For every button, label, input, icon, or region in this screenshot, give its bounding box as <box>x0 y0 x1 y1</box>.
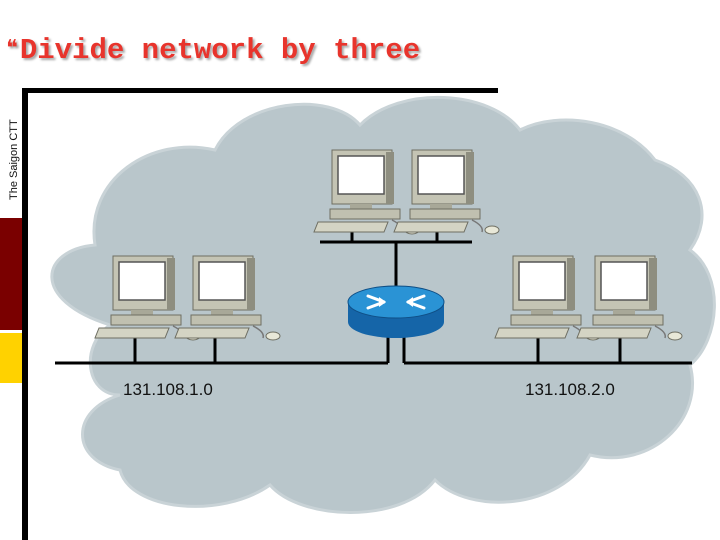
sidebar-red-block <box>0 218 22 330</box>
slide-title-text: Divide network by three <box>19 34 421 67</box>
slide-title: ❝Divide network by three <box>6 34 420 67</box>
network-label-left: 131.108.1.0 <box>123 380 213 399</box>
network-label-right: 131.108.2.0 <box>525 380 615 399</box>
sidebar-yellow-block <box>0 333 22 383</box>
router-icon <box>347 285 445 338</box>
sidebar-divider <box>22 90 28 540</box>
quote-bullet-icon: ❝ <box>6 36 18 61</box>
title-underline-bar <box>22 88 498 93</box>
